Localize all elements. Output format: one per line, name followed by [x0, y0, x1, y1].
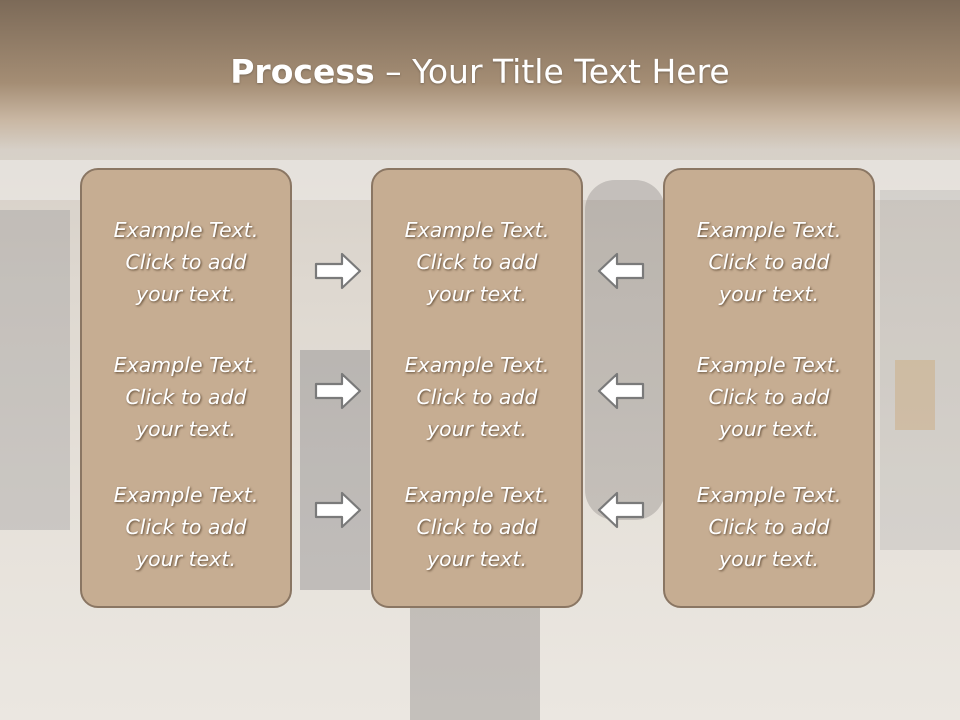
left-arrow-icon: [597, 252, 645, 290]
right-arrow-icon: [314, 491, 362, 529]
title-bold: Process: [230, 52, 375, 91]
title-bar: [0, 0, 960, 150]
panel-text[interactable]: Example Text. Click to add your text.: [404, 483, 550, 571]
panel-text[interactable]: Example Text. Click to add your text.: [696, 218, 842, 306]
right-arrow-icon: [314, 252, 362, 290]
panel-text[interactable]: Example Text. Click to add your text.: [113, 218, 259, 306]
panel-text[interactable]: Example Text. Click to add your text.: [113, 483, 259, 571]
text-panel-center[interactable]: Example Text. Click to add your text. Ex…: [371, 168, 583, 608]
panel-text[interactable]: Example Text. Click to add your text.: [113, 353, 259, 441]
left-arrow-icon: [597, 491, 645, 529]
panel-text[interactable]: Example Text. Click to add your text.: [696, 353, 842, 441]
panel-text[interactable]: Example Text. Click to add your text.: [696, 483, 842, 571]
title-rest: – Your Title Text Here: [374, 52, 730, 91]
page-title: Process – Your Title Text Here: [0, 52, 960, 91]
text-panel-left[interactable]: Example Text. Click to add your text. Ex…: [80, 168, 292, 608]
left-arrow-icon: [597, 372, 645, 410]
panel-text[interactable]: Example Text. Click to add your text.: [404, 353, 550, 441]
text-panel-right[interactable]: Example Text. Click to add your text. Ex…: [663, 168, 875, 608]
panel-text[interactable]: Example Text. Click to add your text.: [404, 218, 550, 306]
right-arrow-icon: [314, 372, 362, 410]
